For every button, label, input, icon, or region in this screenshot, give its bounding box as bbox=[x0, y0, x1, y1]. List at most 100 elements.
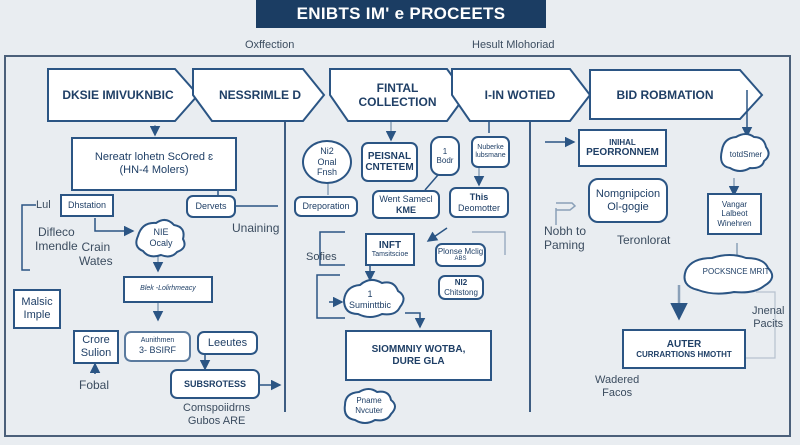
stage-2-label: NESSRIMLE D bbox=[218, 87, 301, 102]
box-line: Went Samecl bbox=[379, 194, 433, 205]
box-line: Tamsitscioe bbox=[371, 251, 409, 259]
nomgnipcion-box: Nomgnipcion Ol-gogie bbox=[588, 178, 668, 223]
diagram-frame bbox=[4, 55, 791, 437]
cloud-line: Pname bbox=[356, 396, 382, 406]
right-sublabel: Hesult Mlohoriad bbox=[472, 39, 555, 51]
box-line: Malsic bbox=[21, 296, 53, 309]
oval-line: Ni2 bbox=[320, 146, 334, 157]
box-line: DURE GLA bbox=[392, 355, 445, 367]
plonse-box: Plonse Mclig ABS bbox=[435, 243, 486, 267]
cloud-line: NIE bbox=[153, 227, 169, 238]
box-line: Crore bbox=[82, 334, 110, 347]
stage-3-label: FINTAL COLLECTION bbox=[340, 70, 455, 120]
connector bbox=[424, 174, 439, 191]
bleck-box: Blek -Lolirhmeacy bbox=[123, 276, 213, 303]
box-line: Lalbeot bbox=[721, 209, 748, 219]
box-line: Imple bbox=[23, 309, 51, 321]
box-line: lubsmane bbox=[475, 152, 506, 159]
wadered-label: Wadered Facos bbox=[595, 374, 639, 400]
stage-chevron bbox=[329, 68, 468, 122]
label-line: Comspoiidrns bbox=[183, 402, 251, 414]
box-line: NI2 bbox=[454, 278, 468, 288]
box-line: PEORRONNEM bbox=[586, 146, 659, 158]
top-cloud-label: totdSmer bbox=[729, 150, 763, 160]
label-line: Imendle bbox=[35, 239, 78, 254]
connector bbox=[94, 218, 135, 237]
cloud-shape bbox=[342, 279, 405, 318]
label-line: Wates bbox=[79, 254, 113, 269]
nobh-label: Nobh to Paming bbox=[544, 224, 586, 253]
cloud-shape bbox=[683, 254, 774, 295]
malsic-box: Malsic Imple bbox=[13, 289, 61, 329]
aunithmen-box: Aunithmen 3- BSIRF bbox=[124, 331, 191, 362]
cloud-shape bbox=[343, 388, 396, 424]
column-divider bbox=[529, 122, 531, 412]
inihal-box: INIHAL PEORRONNEM bbox=[578, 129, 667, 167]
bottle-box: 1 Bodr bbox=[430, 136, 460, 176]
leeutes-box: Leeutes bbox=[197, 331, 258, 355]
cloud-line: Suminttbic bbox=[348, 300, 392, 310]
cloud-line: Ocaly bbox=[149, 238, 173, 248]
left-sublabel: Oxffection bbox=[245, 39, 295, 51]
label-line: Gubos ARE bbox=[187, 415, 246, 428]
box-line: Plonse Mclig bbox=[437, 246, 484, 256]
connector bbox=[319, 231, 345, 266]
stage-chevron bbox=[589, 69, 764, 120]
pname-cloud-label: Pname Nvcuter bbox=[346, 391, 392, 421]
crore-box: Crore Sulion bbox=[73, 330, 119, 364]
label-line: Jnenal bbox=[752, 305, 785, 317]
box-line: Bodr bbox=[436, 156, 454, 165]
dreporation-box: Dreporation bbox=[294, 196, 358, 217]
cloud-shape bbox=[135, 219, 186, 258]
box-line: AUTER bbox=[666, 338, 702, 350]
box-line: 1 bbox=[442, 146, 448, 156]
subsrotess-box: SUBSROTESS bbox=[170, 369, 260, 399]
connector bbox=[472, 231, 506, 255]
connector bbox=[21, 204, 36, 271]
connector bbox=[316, 274, 345, 319]
flag-icon bbox=[555, 202, 577, 225]
dhstation-box: Dhstation bbox=[60, 194, 114, 217]
scored-models-box: Nereatr lohetn ScOred ɛ (HN-4 Molers) bbox=[71, 137, 237, 191]
diagram-title: ENIBTS IM' e PROCEETS bbox=[256, 0, 546, 28]
stage-3-line2: COLLECTION bbox=[358, 95, 437, 109]
unaining-label: Unaining bbox=[232, 221, 280, 235]
box-line: Nuberke bbox=[477, 143, 504, 151]
box-line: CURRARTIONS HMOTHT bbox=[636, 350, 732, 360]
personal-box: PEISNAL CNTETEM bbox=[361, 142, 418, 182]
label-line: Nobh to bbox=[544, 224, 587, 238]
box-line: PEISNAL bbox=[367, 150, 412, 162]
label-line: Paming bbox=[544, 238, 585, 253]
label-line: Crain bbox=[81, 240, 111, 254]
connector bbox=[745, 291, 776, 359]
box-line: Chitstong bbox=[444, 287, 478, 297]
box-line: Deomotter bbox=[457, 202, 501, 213]
box-line: Vangar bbox=[721, 200, 748, 210]
box-line: (HN-4 Molers) bbox=[119, 164, 189, 176]
stage-3-line1: FINTAL bbox=[376, 80, 419, 95]
pocksnce-cloud-label: POCKSNCE MRIT bbox=[702, 267, 770, 277]
stage-4-label: I-IN WOTIED bbox=[484, 87, 556, 102]
box-line: KME bbox=[396, 204, 416, 215]
connector bbox=[405, 312, 426, 329]
cloud-shape bbox=[720, 133, 770, 172]
ni2-box: NI2 Chitstong bbox=[438, 275, 484, 300]
summary-box: SIOMMNIY WOTBA, DURE GLA bbox=[345, 330, 492, 381]
stage-chevron bbox=[192, 68, 326, 122]
label-line: Facos bbox=[602, 387, 633, 400]
box-line: INIHAL bbox=[609, 137, 636, 147]
box-line: CNTETEM bbox=[365, 162, 414, 173]
dervets-box: Dervets bbox=[186, 195, 236, 218]
label-line: Difleco bbox=[38, 225, 75, 239]
box-line: Nomgnipcion bbox=[595, 187, 661, 200]
compositions-label: Comspoiidrns Gubos ARE bbox=[183, 402, 250, 428]
box-line: Nereatr lohetn ScOred ɛ bbox=[94, 151, 214, 164]
cloud-line: Nvcuter bbox=[355, 406, 383, 415]
difleco-label: Difleco Imendle bbox=[35, 225, 78, 254]
stage-chevron bbox=[47, 68, 200, 122]
nuberke-box: Nuberke lubsmane bbox=[471, 136, 510, 168]
teronlorat-label: Teronlorat bbox=[617, 233, 671, 247]
summation-cloud-label: 1 Suminttbic bbox=[344, 284, 396, 316]
crain-label: Crain Wates bbox=[79, 240, 113, 269]
label-line: Wadered bbox=[595, 374, 640, 386]
